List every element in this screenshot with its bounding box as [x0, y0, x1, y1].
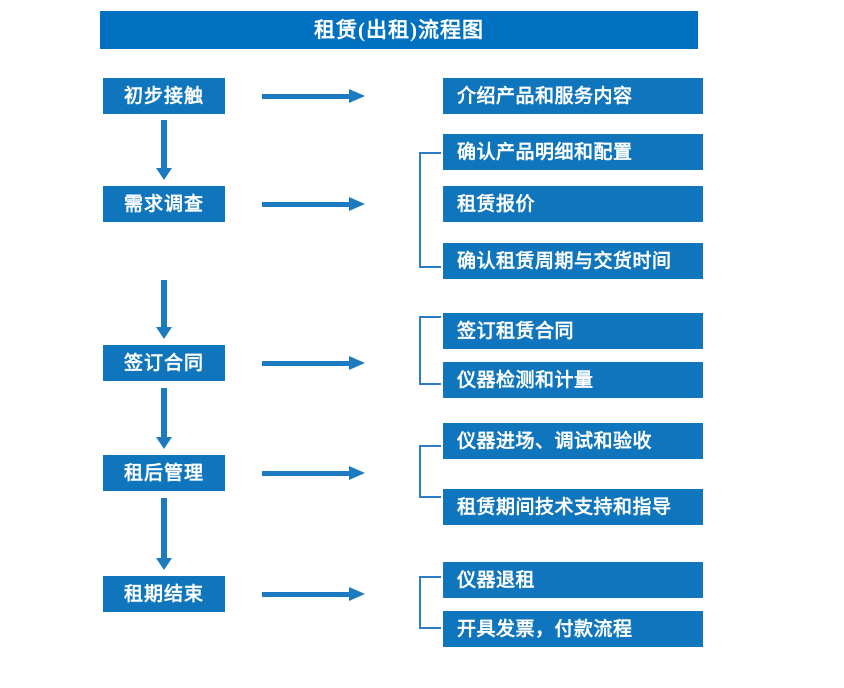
stage-box-4[interactable]: 租后管理 [103, 455, 225, 491]
stage-box-5[interactable]: 租期结束 [103, 576, 225, 612]
down-arrow-shaft [161, 498, 167, 559]
right-arrow-shaft [262, 592, 350, 597]
right-arrow-shaft [262, 202, 350, 207]
detail-box-3[interactable]: 租赁报价 [443, 186, 703, 222]
detail-box-10[interactable]: 开具发票，付款流程 [443, 611, 703, 647]
right-arrow-head [349, 89, 365, 103]
down-arrow-2 [156, 280, 172, 339]
group-bracket-requirements [419, 152, 441, 268]
detail-box-8[interactable]: 租赁期间技术支持和指导 [443, 489, 703, 525]
right-arrow-shaft [262, 94, 350, 99]
right-arrow-shaft [262, 471, 350, 476]
down-arrow-head [156, 327, 172, 339]
down-arrow-shaft [161, 120, 167, 169]
down-arrow-3 [156, 388, 172, 449]
group-bracket-contract [419, 316, 441, 385]
right-arrow-3 [262, 356, 365, 370]
detail-box-2[interactable]: 确认产品明细和配置 [443, 134, 703, 170]
right-arrow-2 [262, 197, 365, 211]
group-bracket-closing [419, 576, 441, 629]
right-arrow-5 [262, 587, 365, 601]
down-arrow-4 [156, 498, 172, 570]
stage-box-3[interactable]: 签订合同 [103, 345, 225, 381]
right-arrow-shaft [262, 361, 350, 366]
down-arrow-head [156, 558, 172, 570]
detail-box-6[interactable]: 仪器检测和计量 [443, 362, 703, 398]
detail-box-7[interactable]: 仪器进场、调试和验收 [443, 423, 703, 459]
stage-box-2[interactable]: 需求调查 [103, 186, 225, 222]
detail-box-4[interactable]: 确认租赁周期与交货时间 [443, 243, 703, 279]
detail-box-5[interactable]: 签订租赁合同 [443, 313, 703, 349]
detail-box-1[interactable]: 介绍产品和服务内容 [443, 78, 703, 114]
right-arrow-head [349, 197, 365, 211]
right-arrow-head [349, 466, 365, 480]
down-arrow-1 [156, 120, 172, 180]
right-arrow-1 [262, 89, 365, 103]
down-arrow-shaft [161, 388, 167, 438]
down-arrow-head [156, 168, 172, 180]
down-arrow-head [156, 437, 172, 449]
right-arrow-head [349, 356, 365, 370]
right-arrow-head [349, 587, 365, 601]
stage-box-1[interactable]: 初步接触 [103, 78, 225, 114]
chart-title: 租赁(出租)流程图 [100, 11, 698, 49]
group-bracket-management [419, 445, 441, 498]
down-arrow-shaft [161, 280, 167, 328]
detail-box-9[interactable]: 仪器退租 [443, 562, 703, 598]
right-arrow-4 [262, 466, 365, 480]
